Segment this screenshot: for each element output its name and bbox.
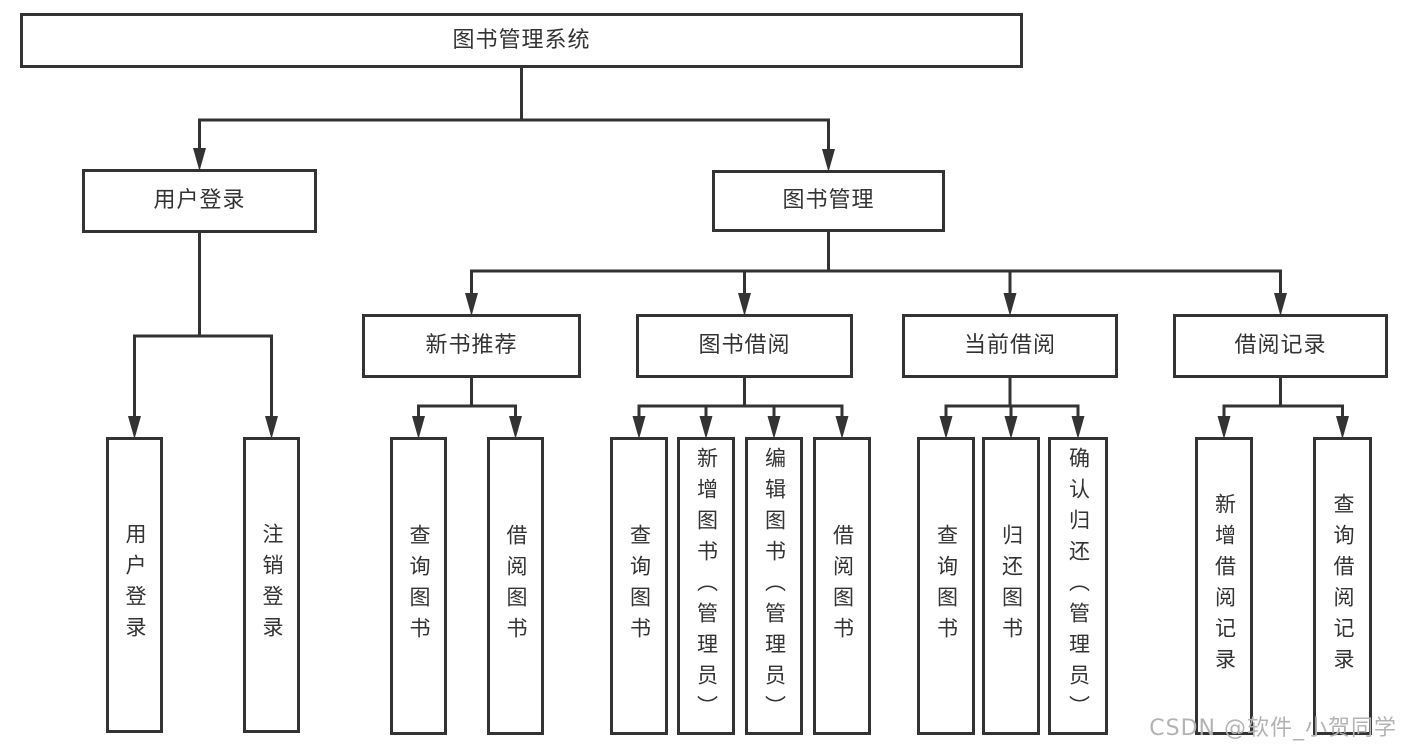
node-book-mgmt: 图书管理	[712, 170, 945, 232]
node-leaf-nb-borrow: 借阅图书	[487, 437, 544, 735]
node-book-borrow: 图书借阅	[636, 314, 853, 378]
node-leaf-bb-query: 查询图书	[610, 437, 668, 735]
node-leaf-nb-query: 查询图书	[390, 437, 447, 735]
node-leaf-bb-add: 新增图书（管理员）	[677, 437, 735, 735]
node-leaf-cb-query: 查询图书	[917, 437, 975, 735]
node-leaf-br-query: 查询借阅记录	[1313, 437, 1372, 735]
node-current-borrow: 当前借阅	[902, 314, 1118, 378]
node-borrow-records: 借阅记录	[1173, 314, 1388, 378]
node-leaf-bb-borrow: 借阅图书	[813, 437, 871, 735]
node-leaf-bb-edit: 编辑图书（管理员）	[745, 437, 803, 735]
node-leaf-br-add: 新增借阅记录	[1195, 437, 1253, 735]
node-leaf-user-login: 用户登录	[106, 437, 163, 733]
node-leaf-cb-return: 归还图书	[982, 437, 1040, 735]
node-user-login: 用户登录	[82, 169, 317, 233]
node-new-book-rec: 新书推荐	[362, 314, 581, 378]
node-leaf-logout: 注销登录	[243, 437, 300, 733]
node-root: 图书管理系统	[20, 13, 1023, 68]
node-leaf-cb-confirm: 确认归还（管理员）	[1048, 437, 1108, 735]
